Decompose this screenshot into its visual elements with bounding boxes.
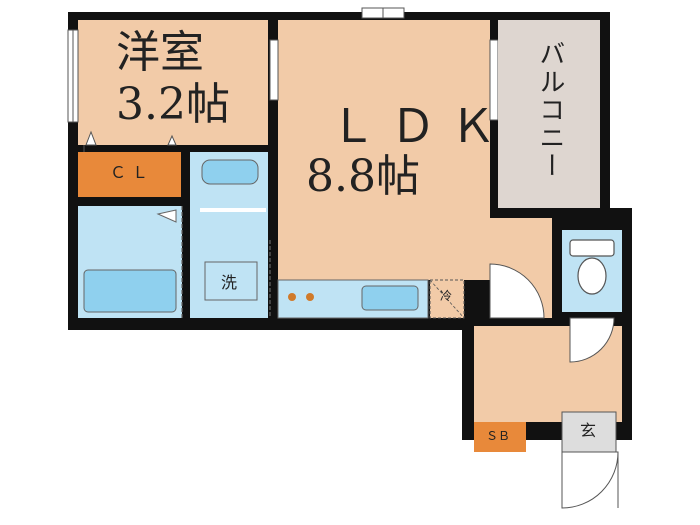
closet-door — [83, 130, 177, 152]
western-room — [78, 20, 268, 145]
ldk-door-swing — [489, 263, 545, 319]
bath-faucet — [156, 209, 177, 223]
stove-burner-icon — [306, 293, 314, 301]
toilet-door-swing — [569, 317, 615, 363]
shoe-box-label: ＳＢ — [486, 429, 511, 443]
stove-burner-icon — [288, 293, 296, 301]
ldk-room-name: ＬＤＫ — [330, 99, 510, 153]
entrance-floor — [561, 411, 617, 453]
bathtub — [83, 269, 177, 313]
closet-label: ＣＬ — [110, 163, 155, 182]
western-room-name: 洋室 — [116, 27, 204, 78]
kitchen-sink — [361, 285, 419, 311]
ldk-room — [278, 20, 490, 280]
ldk-room-size: 8.8帖 — [306, 151, 420, 202]
entrance-door-swing — [561, 451, 619, 509]
washer-space — [204, 261, 258, 301]
western-room-size: 3.2帖 — [116, 79, 230, 130]
window-left — [67, 29, 79, 123]
balcony — [498, 20, 600, 208]
toilet-icon — [569, 239, 615, 295]
window-top — [361, 7, 405, 19]
shoe-box — [474, 422, 526, 452]
washroom-divider — [200, 208, 266, 212]
washer-label: 洗 — [221, 273, 238, 292]
fridge-label: 冷 — [440, 289, 453, 303]
balcony-label: バルコニー — [534, 40, 565, 180]
washbasin — [201, 159, 259, 185]
entrance-label: 玄 — [580, 421, 597, 440]
closet — [78, 152, 181, 197]
